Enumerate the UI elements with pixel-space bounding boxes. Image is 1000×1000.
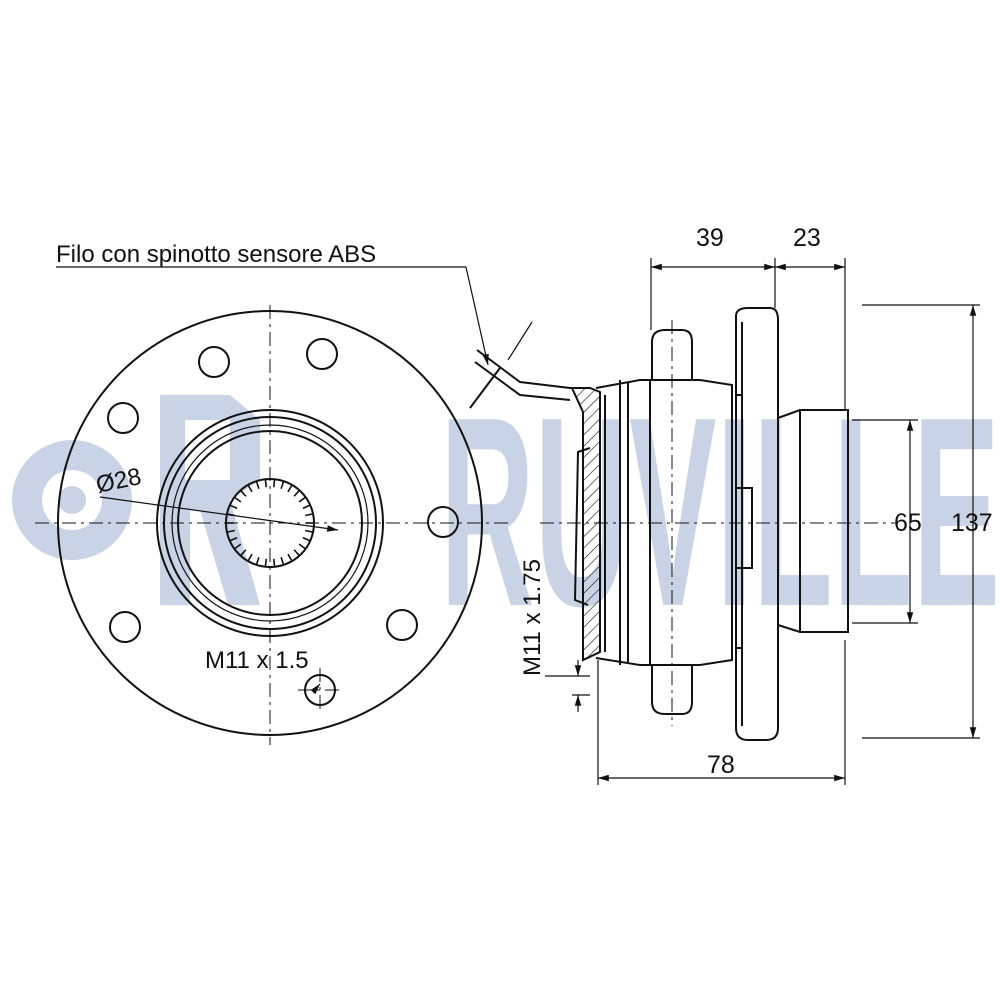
seal-section [570,387,601,662]
hub-pilot [777,409,849,633]
spline-tooth [287,553,293,562]
bolt-thread-arrow [310,683,321,695]
spline-tooth [293,549,301,557]
bolt-hole [198,346,230,378]
bolt-hole [109,611,141,643]
spline-tooth [233,543,242,550]
abs-sensor-label: Filo con spinotto sensore ABS [56,241,376,268]
abs-leader [465,266,489,366]
dim-65-label: 65 [894,509,922,537]
spline-tooth [229,504,238,510]
spline-tooth [305,529,314,533]
dim-137-label: 137 [951,509,993,537]
dim-39-label: 39 [696,224,724,252]
watermark-text: RUVILLE [440,362,1000,663]
spline-tooth [298,543,307,550]
wheel-flange [735,307,779,741]
spline-tooth [239,549,247,557]
spline-tooth [239,489,247,497]
spline-tooth [247,484,253,493]
ruville-logo: RUVILLE [12,362,1000,663]
spline-tooth [302,536,311,542]
hub-side-view [540,307,895,741]
spline-tooth [298,496,307,503]
spline-tooth [233,496,242,503]
bore-dimension-leader [99,496,339,532]
spline-tooth [226,529,235,533]
spline-tooth [247,553,253,562]
spline-tooth [280,556,285,566]
bolt-hole [107,402,139,434]
spline-tooth [302,504,311,510]
spline-tooth [255,556,260,566]
bolt-hole [386,609,418,641]
spline-tooth [272,479,276,488]
spline-tooth [264,558,268,567]
spline-tooth [255,480,260,490]
spline-tooth [229,536,238,542]
bolt-thread-label: M11 x 1.5 [205,647,309,674]
nut-thread-label: M11 x 1.75 [519,559,546,676]
dim-23-label: 23 [793,224,821,252]
dim-78-label: 78 [707,751,735,779]
spline-tooth [293,489,301,497]
spline-tooth [287,484,293,493]
bolt-hole [427,506,459,538]
spline-tooth [264,479,268,488]
spline-tooth [272,558,276,567]
spline-tooth [280,480,285,490]
dimensions: 39 23 65 137 78 M11 x 1.75 [519,224,993,785]
spline-tooth [305,513,314,517]
hub-front-view: Ø28 M11 x 1.5 [35,305,512,745]
bolt-hole [306,338,338,370]
mounting-lug [651,329,693,715]
